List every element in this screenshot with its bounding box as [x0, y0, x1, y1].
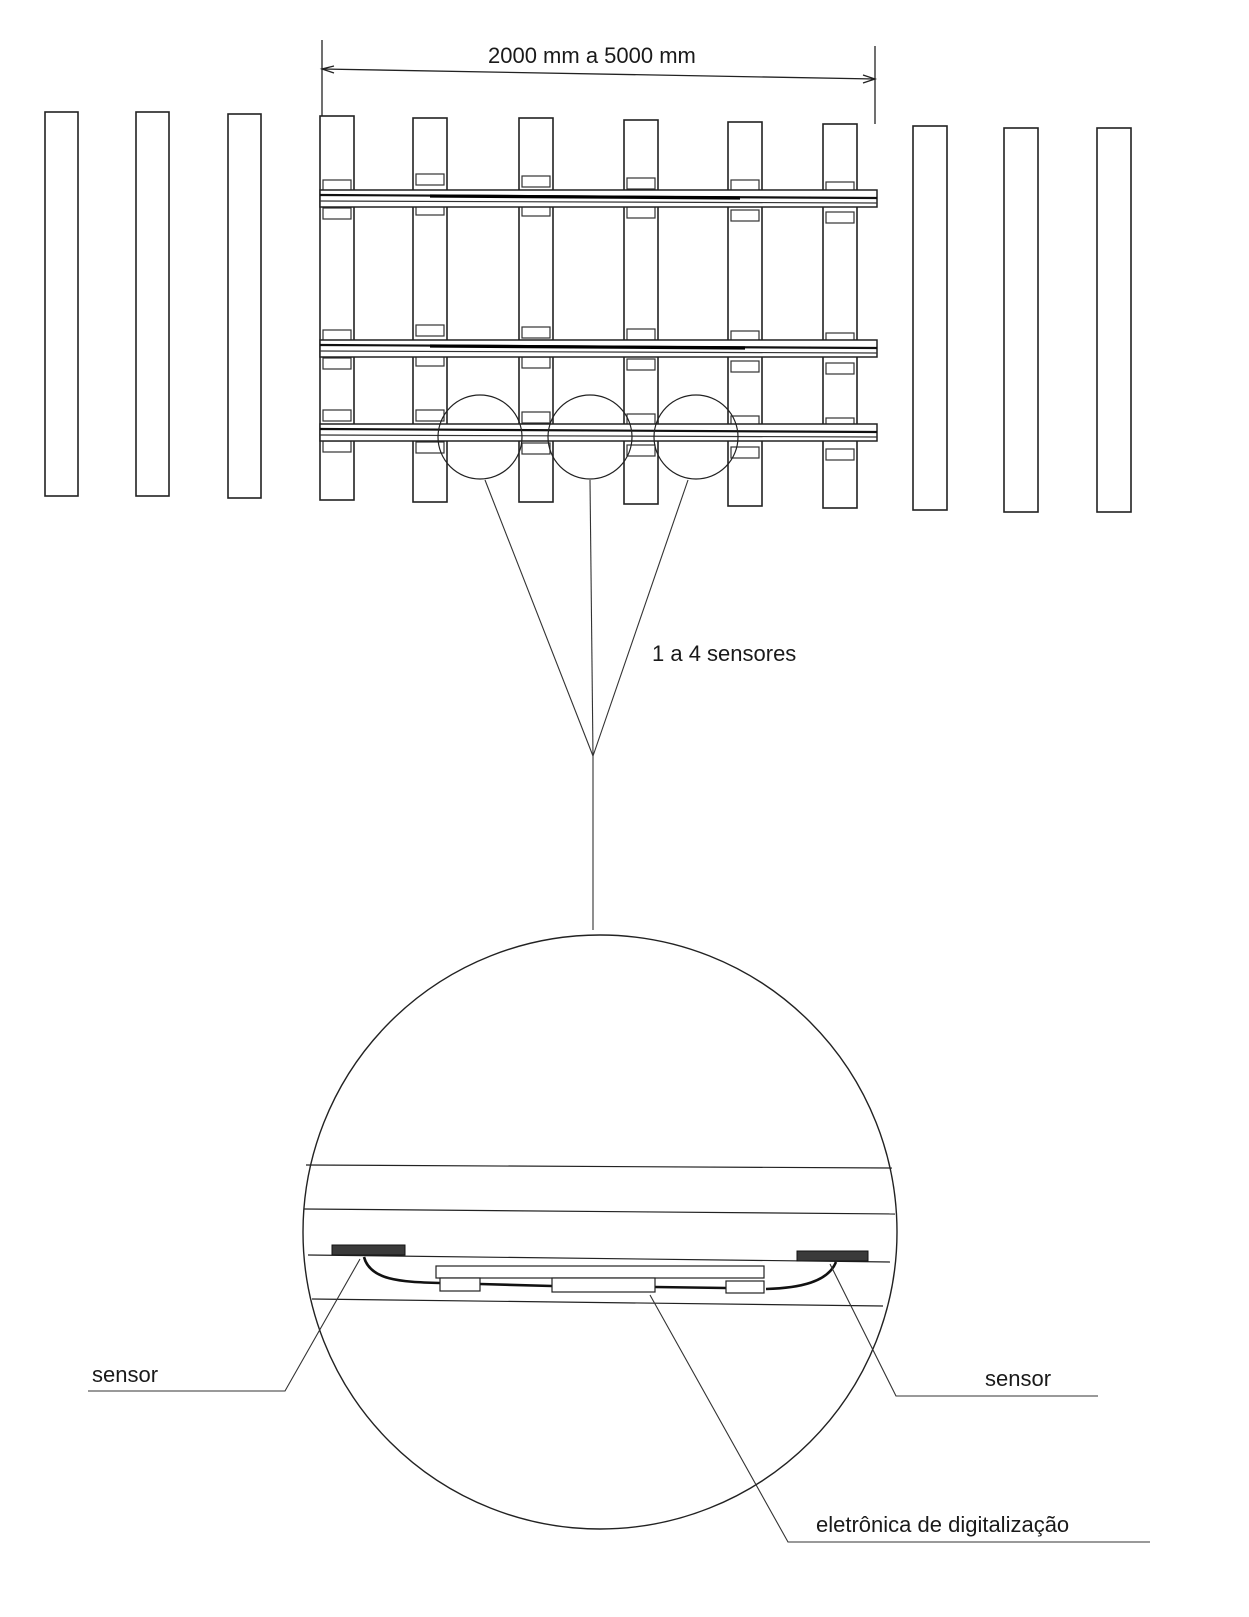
connector-right [725, 1280, 765, 1294]
sensor-pad-right [796, 1250, 869, 1262]
sensor-circles [437, 394, 739, 480]
rail-middle [319, 339, 878, 358]
electronics-module [435, 1265, 765, 1294]
sleeper [1003, 127, 1039, 513]
sleeper [623, 119, 659, 505]
sleeper [135, 111, 170, 497]
outer-sleepers-right [912, 125, 1132, 513]
sleeper [227, 113, 262, 499]
detail-rail-lines [303, 1164, 896, 1307]
measurement-zone-sleepers [319, 115, 858, 509]
rail-bottom [319, 423, 878, 442]
sensor-right-label: sensor [985, 1366, 1051, 1391]
detail-cables [362, 1256, 838, 1291]
sleeper [518, 117, 554, 503]
sensor-circle [547, 394, 633, 480]
connector-left [439, 1277, 481, 1292]
detail-sensors [331, 1244, 869, 1262]
sensor-circle [437, 394, 523, 480]
callout-sensor-left [88, 1258, 361, 1392]
rail-top [319, 189, 878, 208]
sleeper [912, 125, 948, 511]
detail-circle [302, 934, 898, 1530]
sleeper [319, 115, 355, 501]
callout-sensor-right [829, 1263, 1098, 1397]
leader-lines [484, 479, 689, 930]
sensor-group-label: 1 a 4 sensores [652, 641, 796, 666]
sensor-left-label: sensor [92, 1362, 158, 1387]
sleeper [727, 121, 763, 507]
digitizer-board [551, 1277, 656, 1293]
outer-sleepers-left [44, 111, 262, 499]
dimension-line [319, 40, 878, 124]
electronics-label: eletrônica de digitalização [816, 1512, 1069, 1537]
sleeper [822, 123, 858, 509]
sleeper [44, 111, 79, 497]
callout-electronics [649, 1294, 1150, 1543]
sensor-pad-left [331, 1244, 406, 1256]
dimension-label: 2000 mm a 5000 mm [488, 43, 696, 68]
module-housing [435, 1265, 765, 1279]
tie-plates [322, 173, 855, 461]
sleeper [412, 117, 448, 503]
callout-leaders [88, 1258, 1150, 1543]
sleeper [1096, 127, 1132, 513]
sensor-circle [653, 394, 739, 480]
